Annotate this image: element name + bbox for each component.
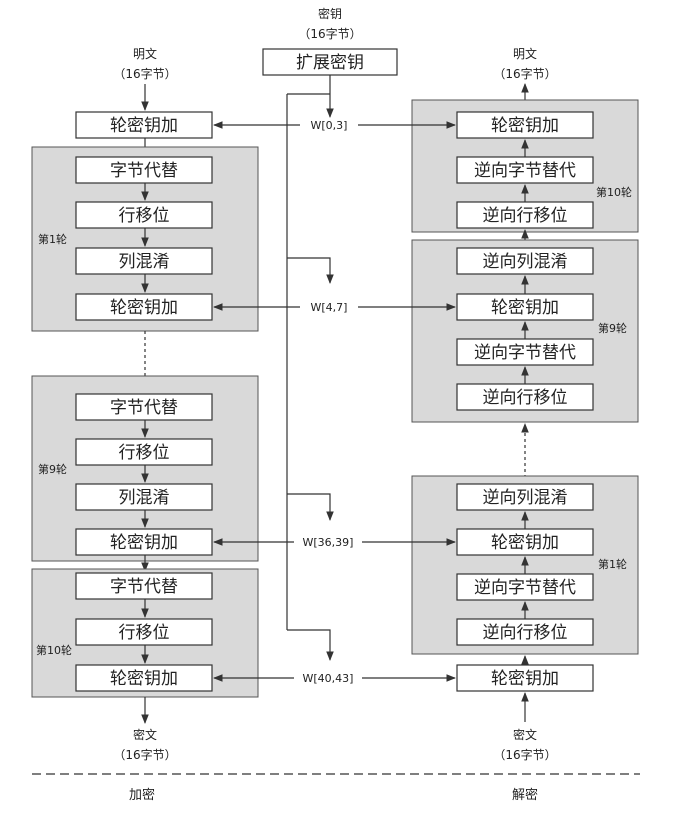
enc-output-title: 密文: [133, 727, 157, 742]
dec-input-title: 密文: [513, 727, 537, 742]
dec-r9-addkey-box: [456, 293, 594, 321]
enc-r1-mixcols-label: 列混淆: [119, 252, 170, 272]
dec-r1-invsub-label: 逆向字节替代: [474, 578, 576, 598]
enc-r9-shiftrows-label: 行移位: [119, 443, 170, 463]
dec-r9-invsub-label: 逆向字节替代: [474, 343, 576, 363]
dec-r10-invshift-box: [456, 201, 594, 229]
dec-r10-invsub-label: 逆向字节替代: [474, 161, 576, 181]
dec-r9-invshift-label: 逆向行移位: [483, 388, 568, 408]
enc-round10-label: 第10轮: [36, 643, 72, 657]
enc-r10-shiftrows-box: [75, 618, 213, 646]
dec-r1-invsub-box: [456, 573, 594, 601]
dec-r10-addkey-box: [456, 111, 594, 139]
dec-input-size: （16字节）: [493, 747, 556, 762]
enc-round9-label: 第9轮: [38, 462, 67, 476]
dec-output-size: （16字节）: [493, 66, 556, 81]
dec-final-add-box: [456, 664, 594, 692]
dec-r1-invshift-box: [456, 618, 594, 646]
dec-r1-invshift-label: 逆向行移位: [483, 623, 568, 643]
dec-round10-label: 第10轮: [596, 185, 632, 199]
enc-r1-subbytes-label: 字节代替: [110, 161, 178, 181]
w0-label: W[0,3]: [311, 119, 348, 132]
dec-final-add-label: 轮密钥加: [491, 669, 559, 689]
enc-input-title: 明文: [133, 46, 157, 61]
w1-label: W[4,7]: [311, 301, 348, 314]
dec-r9-invshift-box: [456, 383, 594, 411]
dec-output-title: 明文: [513, 46, 537, 61]
enc-init-add-box: [75, 111, 213, 139]
dec-r10-addkey-label: 轮密钥加: [491, 116, 559, 136]
decrypt-footer: 解密: [512, 787, 538, 803]
key-arrow-9: [287, 493, 334, 521]
dec-r10-invshift-label: 逆向行移位: [483, 206, 568, 226]
enc-r10-subbytes-box: [75, 572, 213, 600]
dec-r1-invmix-label: 逆向列混淆: [483, 488, 568, 508]
enc-r1-subbytes-box: [75, 156, 213, 184]
w10-label: W[40,43]: [303, 672, 354, 685]
enc-r10-addkey-label: 轮密钥加: [110, 669, 178, 689]
expand-key-box: [262, 48, 398, 76]
enc-init-add-label: 轮密钥加: [110, 116, 178, 136]
enc-r9-subbytes-box: [75, 393, 213, 421]
enc-r1-mixcols-box: [75, 247, 213, 275]
enc-r1-shiftrows-label: 行移位: [119, 206, 170, 226]
enc-r9-mixcols-label: 列混淆: [119, 488, 170, 508]
enc-r10-subbytes-label: 字节代替: [110, 577, 178, 597]
enc-r1-addkey-box: [75, 293, 213, 321]
enc-output-size: （16字节）: [113, 747, 176, 762]
enc-r9-mixcols-box: [75, 483, 213, 511]
enc-r1-shiftrows-box: [75, 201, 213, 229]
enc-r9-addkey-label: 轮密钥加: [110, 533, 178, 553]
dec-round1-label: 第1轮: [598, 557, 627, 571]
key-arrow-10: [287, 629, 334, 661]
dec-r1-addkey-label: 轮密钥加: [491, 533, 559, 553]
key-size: （16字节）: [298, 26, 361, 41]
dec-r9-invsub-box: [456, 338, 594, 366]
enc-r9-shiftrows-box: [75, 438, 213, 466]
key-arrow-1: [287, 257, 334, 284]
enc-input-size: （16字节）: [113, 66, 176, 81]
dec-r1-addkey-box: [456, 528, 594, 556]
encrypt-footer: 加密: [129, 787, 155, 803]
enc-r1-addkey-label: 轮密钥加: [110, 298, 178, 318]
expand-key-label: 扩展密钥: [296, 53, 364, 73]
w9-label: W[36,39]: [303, 536, 354, 549]
enc-r9-addkey-box: [75, 528, 213, 556]
dec-r1-invmix-box: [456, 483, 594, 511]
enc-r10-addkey-box: [75, 664, 213, 692]
dec-r10-invsub-box: [456, 156, 594, 184]
enc-round1-label: 第1轮: [38, 232, 67, 246]
dec-r9-invmix-label: 逆向列混淆: [483, 252, 568, 272]
key-title: 密钥: [318, 6, 342, 21]
dec-r9-invmix-box: [456, 247, 594, 275]
enc-r10-shiftrows-label: 行移位: [119, 623, 170, 643]
dec-round9-label: 第9轮: [598, 321, 627, 335]
dec-r9-addkey-label: 轮密钥加: [491, 298, 559, 318]
enc-r9-subbytes-label: 字节代替: [110, 398, 178, 418]
